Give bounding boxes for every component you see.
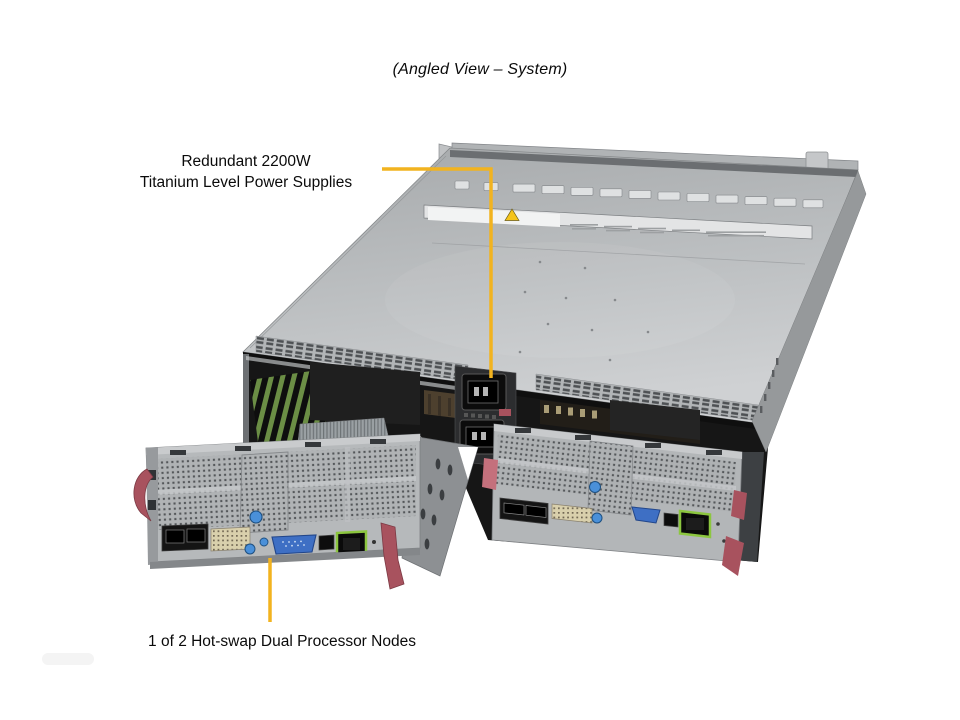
service-label-strip (423, 204, 813, 240)
right-node-latch-left (482, 458, 498, 490)
psu-bay (454, 365, 517, 469)
psu-inlet-upper (461, 373, 507, 411)
right-node (482, 423, 747, 576)
left-node-latch-right (380, 522, 405, 590)
right-node-latch-upper (731, 490, 747, 520)
left-node-center-cage (239, 451, 289, 534)
thumbscrew (591, 512, 603, 524)
psu-label-line1: Redundant 2200W (181, 153, 311, 170)
right-node-lan-port (678, 509, 712, 539)
psu-callout-label: Redundant 2200W Titanium Level Power Sup… (66, 151, 426, 193)
left-node-io-dual-port (161, 523, 209, 552)
rear-right-post (736, 452, 764, 562)
chassis-right-wall (736, 170, 867, 562)
node-label-text: 1 of 2 Hot-swap Dual Processor Nodes (148, 633, 416, 650)
figure-title: (Angled View – System) (0, 61, 960, 79)
right-node-io-dual-port (499, 497, 549, 525)
thumbscrew (259, 537, 269, 547)
thumbscrew (589, 481, 601, 493)
watermark (42, 653, 94, 665)
left-node-pin-connector (210, 526, 251, 552)
left-node-vga-port (271, 534, 317, 555)
left-node (133, 433, 421, 590)
node-callout-label: 1 of 2 Hot-swap Dual Processor Nodes (102, 633, 462, 651)
right-node-latch-lower (722, 536, 744, 576)
thumbscrew (249, 510, 263, 524)
lid-screws (518, 260, 650, 362)
right-node-pin-connector (551, 503, 593, 524)
cpu-block (310, 362, 420, 425)
psu-callout-line (382, 167, 493, 378)
right-node-vga-port (631, 506, 661, 524)
psu-release-tab (499, 409, 511, 416)
left-node-latch-left (133, 468, 154, 522)
thumbscrew (244, 543, 256, 555)
right-node-center-cage (587, 440, 634, 516)
rear-left-post (243, 354, 249, 452)
psu-label-line2: Titanium Level Power Supplies (139, 174, 353, 191)
left-node-usb-port (318, 534, 335, 551)
warning-triangle-icon (504, 208, 520, 221)
right-node-usb-port (663, 512, 679, 528)
figure-title-text: (Angled View – System) (392, 61, 568, 78)
lid-vent-slots (454, 180, 824, 209)
